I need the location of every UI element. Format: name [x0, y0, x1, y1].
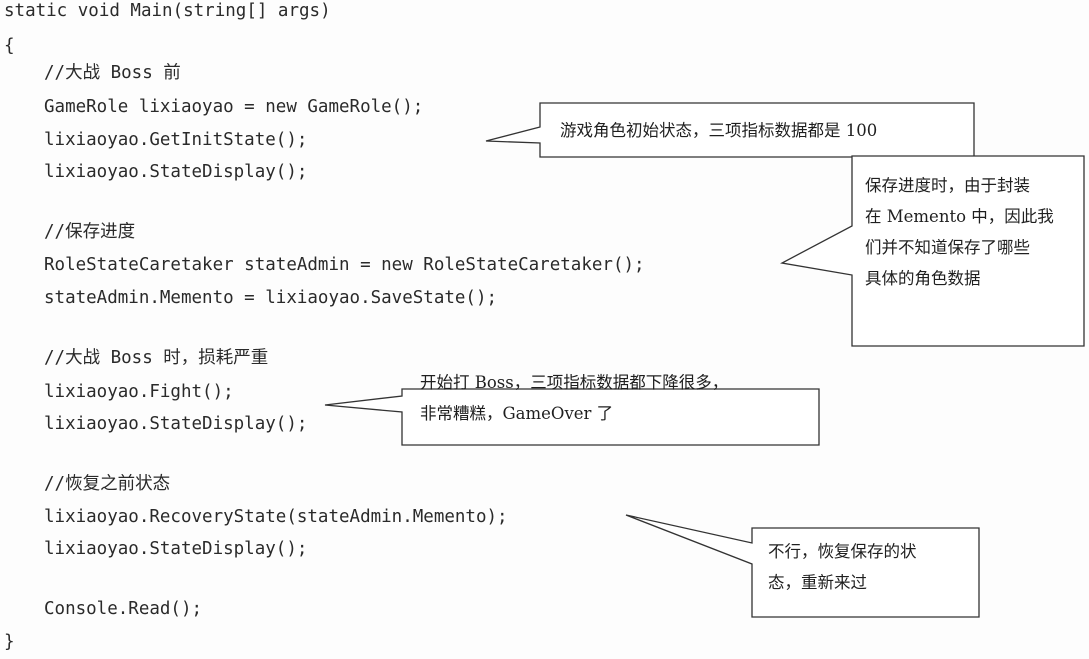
code-comment: //大战 Boss 时，损耗严重 — [44, 348, 269, 368]
code-line: } — [4, 632, 15, 652]
callout-fight-bubble — [324, 388, 820, 446]
callout-recovery-bubble — [625, 514, 980, 618]
code-line: static void Main(string[] args) — [4, 1, 331, 21]
callout-save-progress-bubble — [780, 155, 1085, 347]
code-comment: //恢复之前状态 — [44, 474, 171, 494]
code-comment: //保存进度 — [44, 222, 136, 242]
code-line: stateAdmin.Memento = lixiaoyao.SaveState… — [44, 288, 498, 308]
code-line: lixiaoyao.GetInitState(); — [44, 130, 308, 150]
callout-recovery-text: 不行，恢复保存的状 态，重新来过 — [768, 542, 917, 592]
code-line: RoleStateCaretaker stateAdmin = new Role… — [44, 255, 645, 275]
code-line: Console.Read(); — [44, 599, 203, 619]
code-line: lixiaoyao.RecoveryState(stateAdmin.Memen… — [44, 507, 508, 527]
code-line: { — [4, 36, 15, 56]
callout-init-state-text: 游戏角色初始状态，三项指标数据都是 100 — [560, 121, 878, 140]
code-line: lixiaoyao.StateDisplay(); — [44, 162, 308, 182]
code-line: lixiaoyao.StateDisplay(); — [44, 539, 308, 559]
callout-init-state-bubble — [485, 102, 975, 158]
callout-save-progress-text: 保存进度时，由于封装 在 Memento 中，因此我 们并不知道保存了哪些 具体… — [865, 176, 1054, 288]
code-line: lixiaoyao.StateDisplay(); — [44, 414, 308, 434]
code-line: GameRole lixiaoyao = new GameRole(); — [44, 97, 424, 117]
callout-fight-text: 开始打 Boss，三项指标数据都下降很多， 非常糟糕，GameOver 了 — [420, 373, 729, 423]
code-comment: //大战 Boss 前 — [44, 63, 181, 83]
code-line: lixiaoyao.Fight(); — [44, 382, 234, 402]
